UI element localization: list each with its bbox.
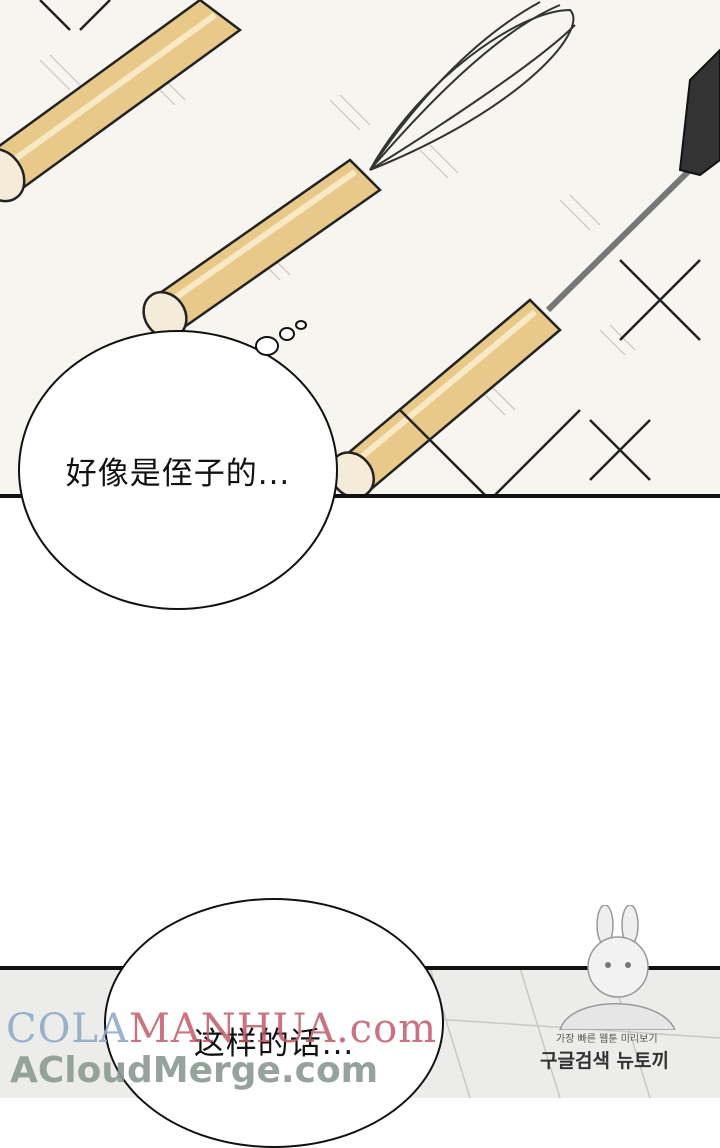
rolling-pin-icon — [0, 0, 243, 203]
speech-text-2: 这样的话... — [193, 1026, 355, 1062]
tile-floor — [419, 968, 720, 1098]
thought-dots — [255, 320, 307, 356]
background-hatching — [39, 54, 636, 416]
sparkle-icon — [39, 0, 701, 496]
watermark-cola-highlight: MANHUA.com — [128, 1006, 438, 1052]
whisk-icon — [142, 1, 576, 340]
panel-border-top — [0, 494, 720, 498]
kitchen-tools-illustration — [0, 0, 720, 496]
speech-text-1: 好像是侄子的... — [65, 455, 291, 492]
watermark-colamanhua: COLAMANHUA.com — [6, 1006, 437, 1052]
watermark-korean-small: 가장 빠른 웹툰 미리보기 — [556, 1034, 658, 1045]
bunny-mascot-icon — [559, 905, 676, 1030]
spatula-icon — [329, 48, 720, 496]
watermark-cola-prefix: COLA — [6, 1006, 129, 1052]
watermark-korean-large: 구글검색 뉴토끼 — [540, 1050, 669, 1072]
watermark-acloudmerge: ACloudMerge.com — [10, 1050, 379, 1091]
speech-bubble-1: 好像是侄子的... — [18, 330, 338, 610]
